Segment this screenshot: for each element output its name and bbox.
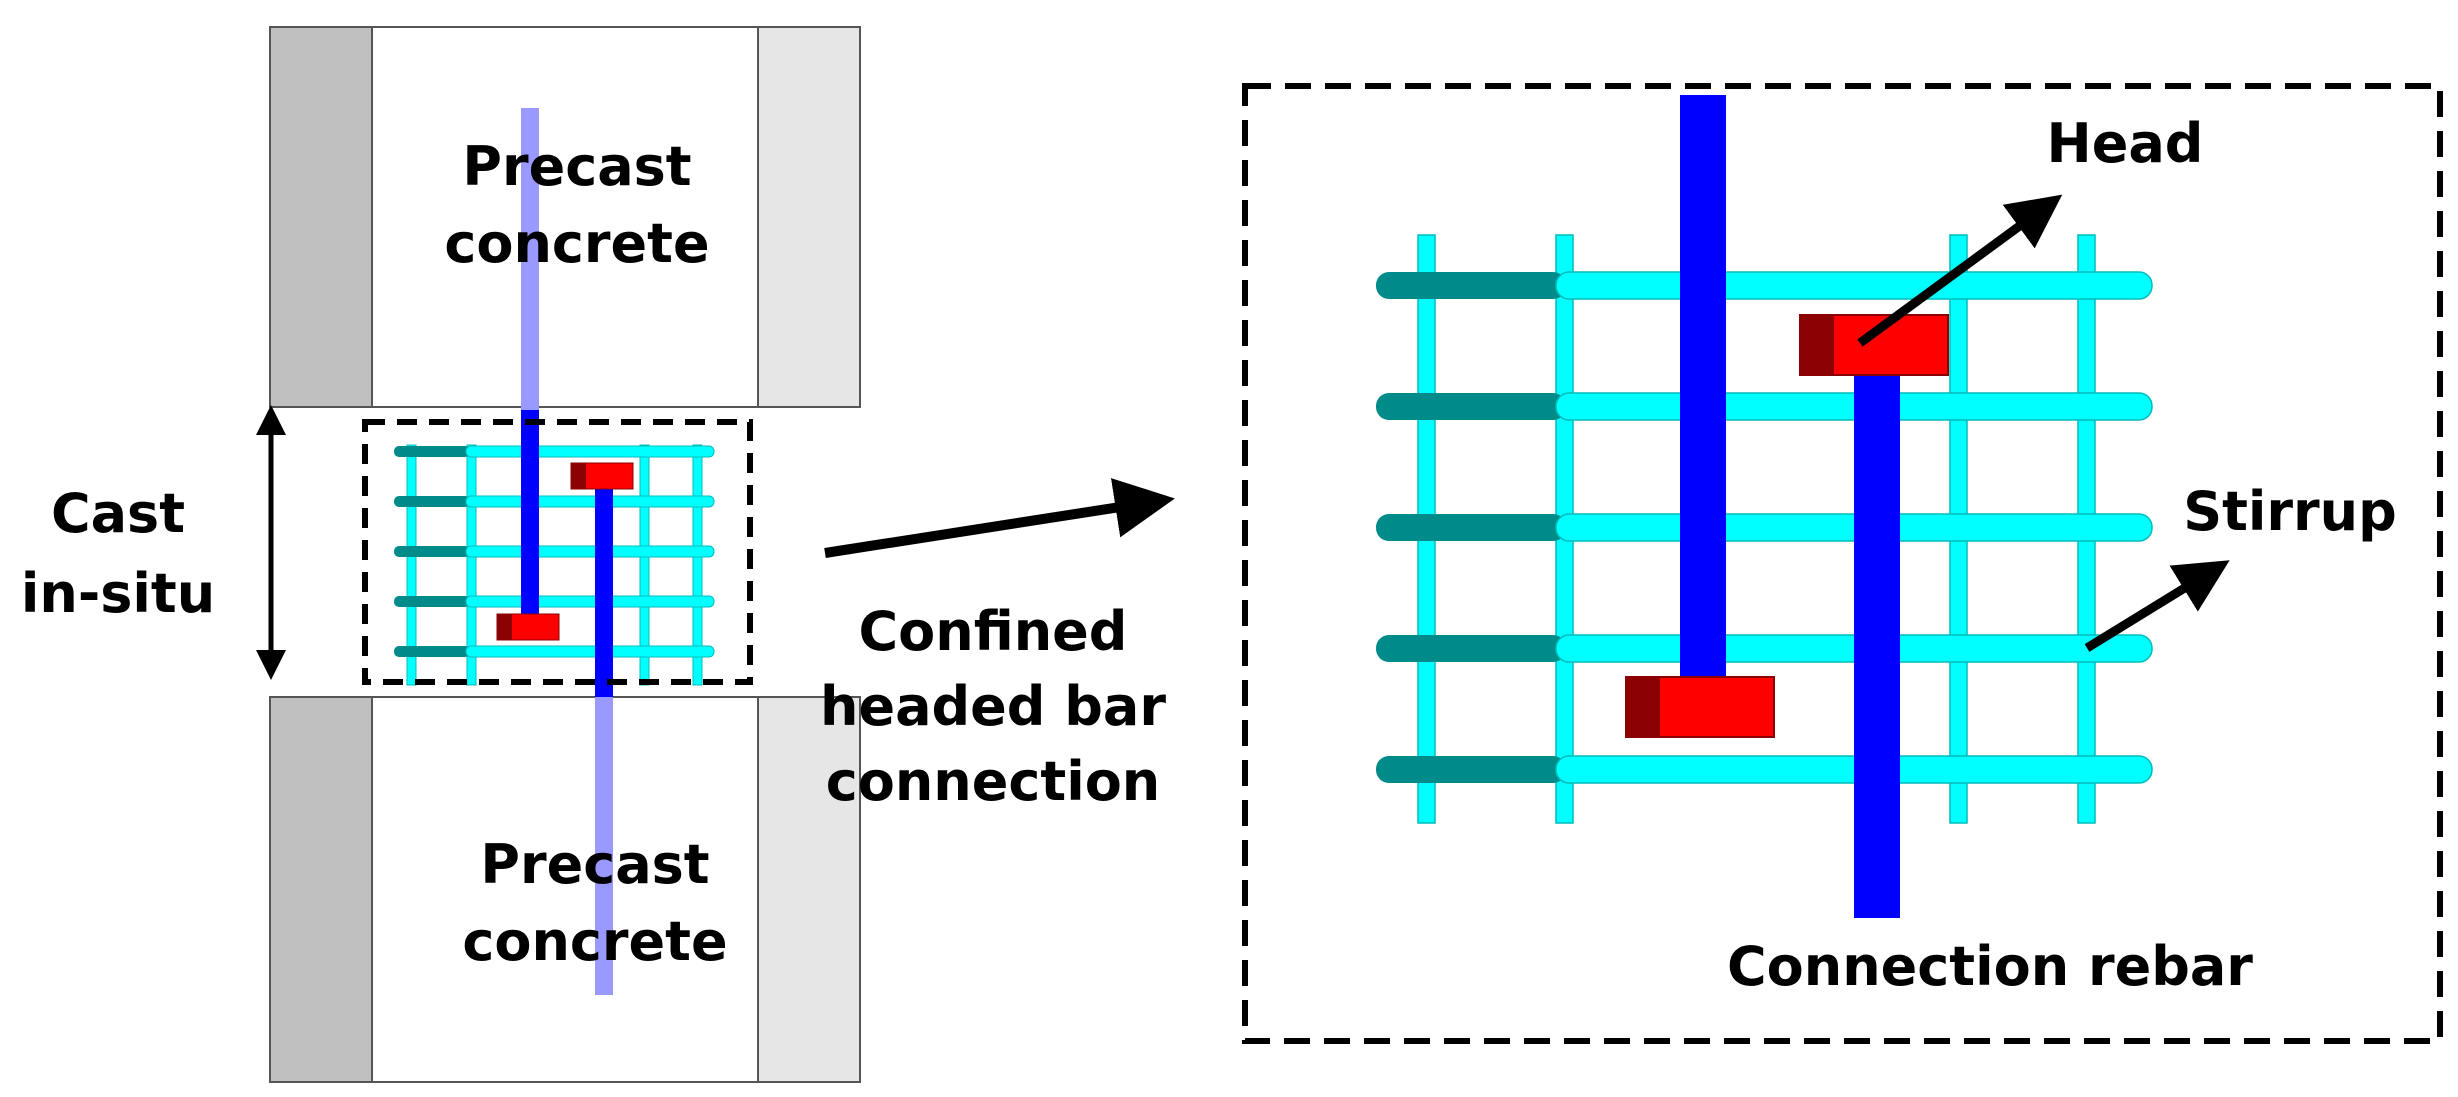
large-head-bottom bbox=[1625, 676, 1775, 738]
small-rebar-left bbox=[521, 410, 539, 630]
head-pointer-arrow bbox=[1857, 194, 2063, 347]
small-head-top bbox=[570, 462, 634, 490]
stirrup-pointer-arrow bbox=[2084, 560, 2230, 652]
precast-bottom-label-line1: Precast bbox=[480, 833, 709, 896]
large-stirrup-row bbox=[1376, 513, 2153, 542]
rebar-left-faded bbox=[521, 108, 539, 410]
large-stirrup-row bbox=[1376, 634, 2153, 663]
connection-rebar-label: Connection rebar bbox=[1727, 935, 2253, 998]
small-rebar-right bbox=[595, 475, 613, 697]
precast-bottom-right-side bbox=[757, 696, 861, 1083]
large-rebar-right bbox=[1854, 350, 1900, 918]
precast-top-left-side bbox=[269, 26, 373, 408]
precast-top-right-side bbox=[757, 26, 861, 408]
rebar-right-faded bbox=[595, 695, 613, 995]
zoom-pointer-arrow bbox=[824, 478, 1175, 558]
large-stirrup-row bbox=[1376, 271, 2153, 300]
small-stirrup-leg bbox=[406, 444, 417, 686]
large-stirrup-row bbox=[1376, 392, 2153, 421]
large-head-top bbox=[1799, 314, 1949, 376]
small-dashed-frame bbox=[362, 419, 753, 685]
small-stirrup-row bbox=[394, 645, 715, 658]
confined-connection-label-line2: headed bar bbox=[820, 675, 1166, 738]
precast-bottom-label-line2: concrete bbox=[462, 910, 727, 973]
precast-block-bottom bbox=[269, 696, 861, 1083]
small-reinforcement-cage bbox=[394, 410, 715, 697]
precast-top-label-line2: concrete bbox=[444, 212, 709, 275]
small-stirrup-row bbox=[394, 595, 715, 608]
precast-block-top bbox=[269, 26, 861, 408]
confined-connection-label-line3: connection bbox=[826, 750, 1161, 813]
stirrup-label: Stirrup bbox=[2183, 480, 2397, 543]
large-rebar-left bbox=[1680, 95, 1726, 735]
large-reinforcement-cage bbox=[1376, 95, 2153, 918]
precast-top-label-line1: Precast bbox=[462, 135, 691, 198]
cast-in-situ-label-line1: Cast bbox=[51, 482, 185, 545]
precast-bottom-left-side bbox=[269, 696, 373, 1083]
small-head-bottom bbox=[496, 613, 560, 641]
head-label: Head bbox=[2047, 112, 2204, 175]
small-stirrup-row bbox=[394, 445, 715, 458]
large-stirrup-row bbox=[1376, 755, 2153, 784]
small-stirrup-leg bbox=[692, 444, 703, 686]
small-stirrup-leg bbox=[466, 444, 477, 686]
large-dashed-frame bbox=[1242, 83, 2443, 1044]
small-stirrup-row bbox=[394, 495, 715, 508]
confined-connection-label-line1: Confined bbox=[859, 600, 1128, 663]
small-stirrup-row bbox=[394, 545, 715, 558]
cast-in-situ-label-line2: in-situ bbox=[21, 562, 215, 625]
